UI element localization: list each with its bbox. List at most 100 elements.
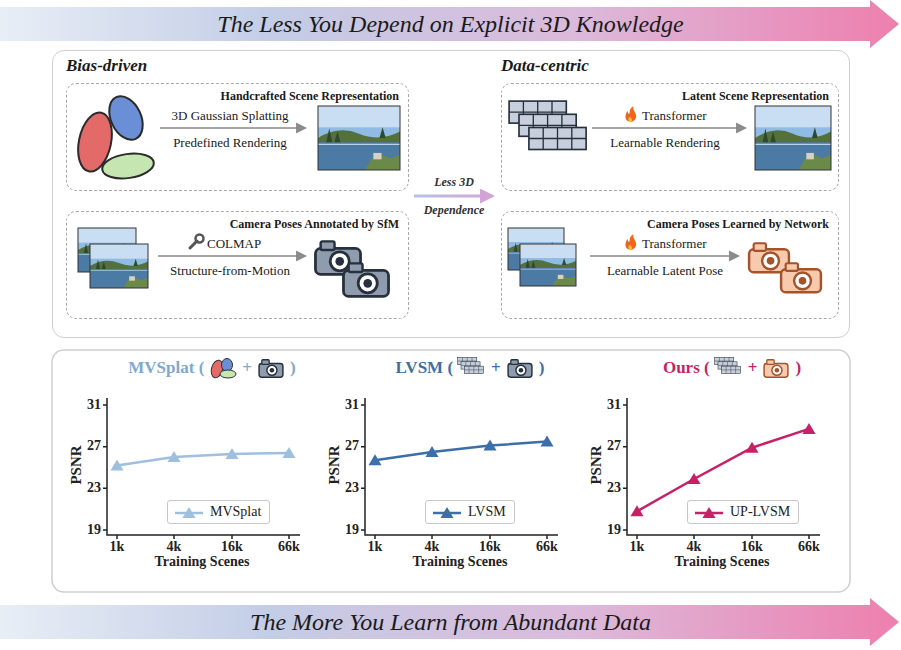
input-photos	[520, 244, 576, 286]
text-slot: Training Scenes	[412, 554, 507, 571]
up-lvsm-series	[803, 423, 816, 434]
chart-title-text: +	[491, 358, 501, 378]
axis-title: PSNR	[325, 445, 343, 484]
box-title: Camera Poses Learned by Network	[647, 217, 829, 231]
x-tick-label: 1k	[110, 539, 125, 556]
x-tick-label: 16k	[741, 539, 763, 556]
chart-axes	[103, 405, 289, 539]
text-slot: Training Scenes	[154, 554, 249, 571]
process-arrows	[158, 128, 745, 256]
rendered-image	[755, 106, 831, 170]
text-slot: 4k	[167, 539, 182, 556]
text-slot: 19	[607, 522, 621, 539]
process-arrows	[592, 127, 745, 129]
text-slot: 31	[87, 397, 101, 414]
y-tick-label: 23	[607, 480, 621, 497]
box-title: Latent Scene Representation	[682, 89, 829, 103]
lvsm-series	[484, 440, 497, 451]
input-photos	[90, 244, 148, 288]
dashed-box: Camera Poses Annotated by SfMCOLMAPStruc…	[66, 211, 409, 319]
y-tick-label: 31	[345, 397, 359, 414]
mvsplat-series	[111, 459, 124, 470]
step-text: Transformer	[642, 108, 707, 124]
box-title: Camera Poses Annotated by SfM	[230, 217, 399, 231]
chart-axes	[365, 398, 558, 535]
mvsplat-series	[117, 453, 289, 466]
text-slot: Bias-driven	[66, 56, 147, 76]
step-text: COLMAP	[207, 236, 261, 252]
comparison-panel: Bias-driven Data-centricHandcrafted Scene…	[52, 50, 850, 338]
chart-title-text: Ours (	[663, 358, 710, 378]
x-tick-label: 4k	[167, 539, 182, 556]
text-slot: 23	[607, 480, 621, 497]
text-slot: 31	[607, 397, 621, 414]
step-text: Transformer	[642, 236, 707, 252]
axis-title: Training Scenes	[154, 554, 249, 571]
text-slot: 16k	[741, 539, 763, 556]
text-slot: PSNR	[576, 456, 615, 474]
title-icon	[458, 357, 484, 373]
process-arrows	[158, 255, 305, 257]
camera-icons	[749, 243, 789, 272]
text-slot: Camera Poses Annotated by SfM	[230, 217, 399, 231]
title-icon	[714, 357, 740, 373]
text-slot: 16k	[221, 539, 243, 556]
chart-axes	[103, 398, 820, 539]
gaussian-ellipses	[73, 91, 155, 182]
x-tick-label: 66k	[278, 539, 300, 556]
text-slot: 27	[345, 438, 359, 455]
text-slot: 1k	[630, 539, 645, 556]
results-panel	[52, 350, 850, 592]
process-arrows	[590, 255, 738, 257]
lvsm-series	[426, 446, 439, 457]
input-photos	[90, 244, 148, 288]
x-tick-label: 66k	[536, 539, 558, 556]
title-icon	[761, 357, 791, 379]
gaussian-ellipses	[101, 150, 156, 181]
text-slot: 23	[345, 480, 359, 497]
title-icon	[508, 360, 532, 377]
text-slot: Learnable Rendering	[610, 135, 719, 151]
text-slot: 23	[87, 480, 101, 497]
text-slot: The More You Learn from Abundant Data	[250, 608, 651, 637]
dashed-box: Handcrafted Scene Representation3D Gauss…	[66, 83, 409, 191]
chart-title-text: LVSM (	[396, 358, 453, 378]
title-icon	[505, 357, 535, 379]
y-tick-label: 23	[87, 480, 101, 497]
text-slot: 27	[607, 438, 621, 455]
chart-title: LVSM (+)	[396, 357, 545, 379]
dashed-box: Latent Scene RepresentationTransformerLe…	[501, 83, 839, 191]
x-tick-label: 4k	[687, 539, 702, 556]
x-tick-label: 1k	[630, 539, 645, 556]
camera-icons	[315, 241, 820, 296]
text-slot: Latent Scene Representation	[682, 89, 829, 103]
chart-axes	[107, 398, 300, 535]
y-tick-label: 19	[345, 522, 359, 539]
step-text: Predefined Rendering	[173, 135, 287, 151]
chart-title: Ours (+)	[663, 357, 801, 379]
text-slot: The Less You Depend on Explicit 3D Knowl…	[217, 10, 683, 39]
tool-icons	[196, 235, 204, 243]
text-slot: Transformer	[642, 236, 707, 252]
latent-tokens	[509, 101, 586, 149]
y-tick-label: 19	[87, 522, 101, 539]
lvsm-series	[541, 436, 554, 447]
text-slot: 66k	[278, 539, 300, 556]
tool-icons	[625, 106, 636, 122]
mvsplat-series	[283, 447, 296, 458]
mvsplat-series	[168, 451, 181, 462]
band-arrow-body	[0, 0, 899, 48]
text-slot: 19	[87, 522, 101, 539]
y-tick-label: 31	[87, 397, 101, 414]
title-icon	[256, 357, 286, 379]
text-slot: PSNR	[314, 456, 353, 474]
camera-icons	[343, 263, 388, 296]
legend-sample	[174, 505, 204, 519]
legend-sample-marker	[183, 507, 196, 518]
camera-icons	[781, 263, 821, 292]
legend-sample	[432, 505, 462, 519]
text-slot: Handcrafted Scene Representation	[221, 89, 399, 103]
text-slot: Data-centric	[501, 56, 589, 76]
chart-title-text: +	[242, 358, 252, 378]
